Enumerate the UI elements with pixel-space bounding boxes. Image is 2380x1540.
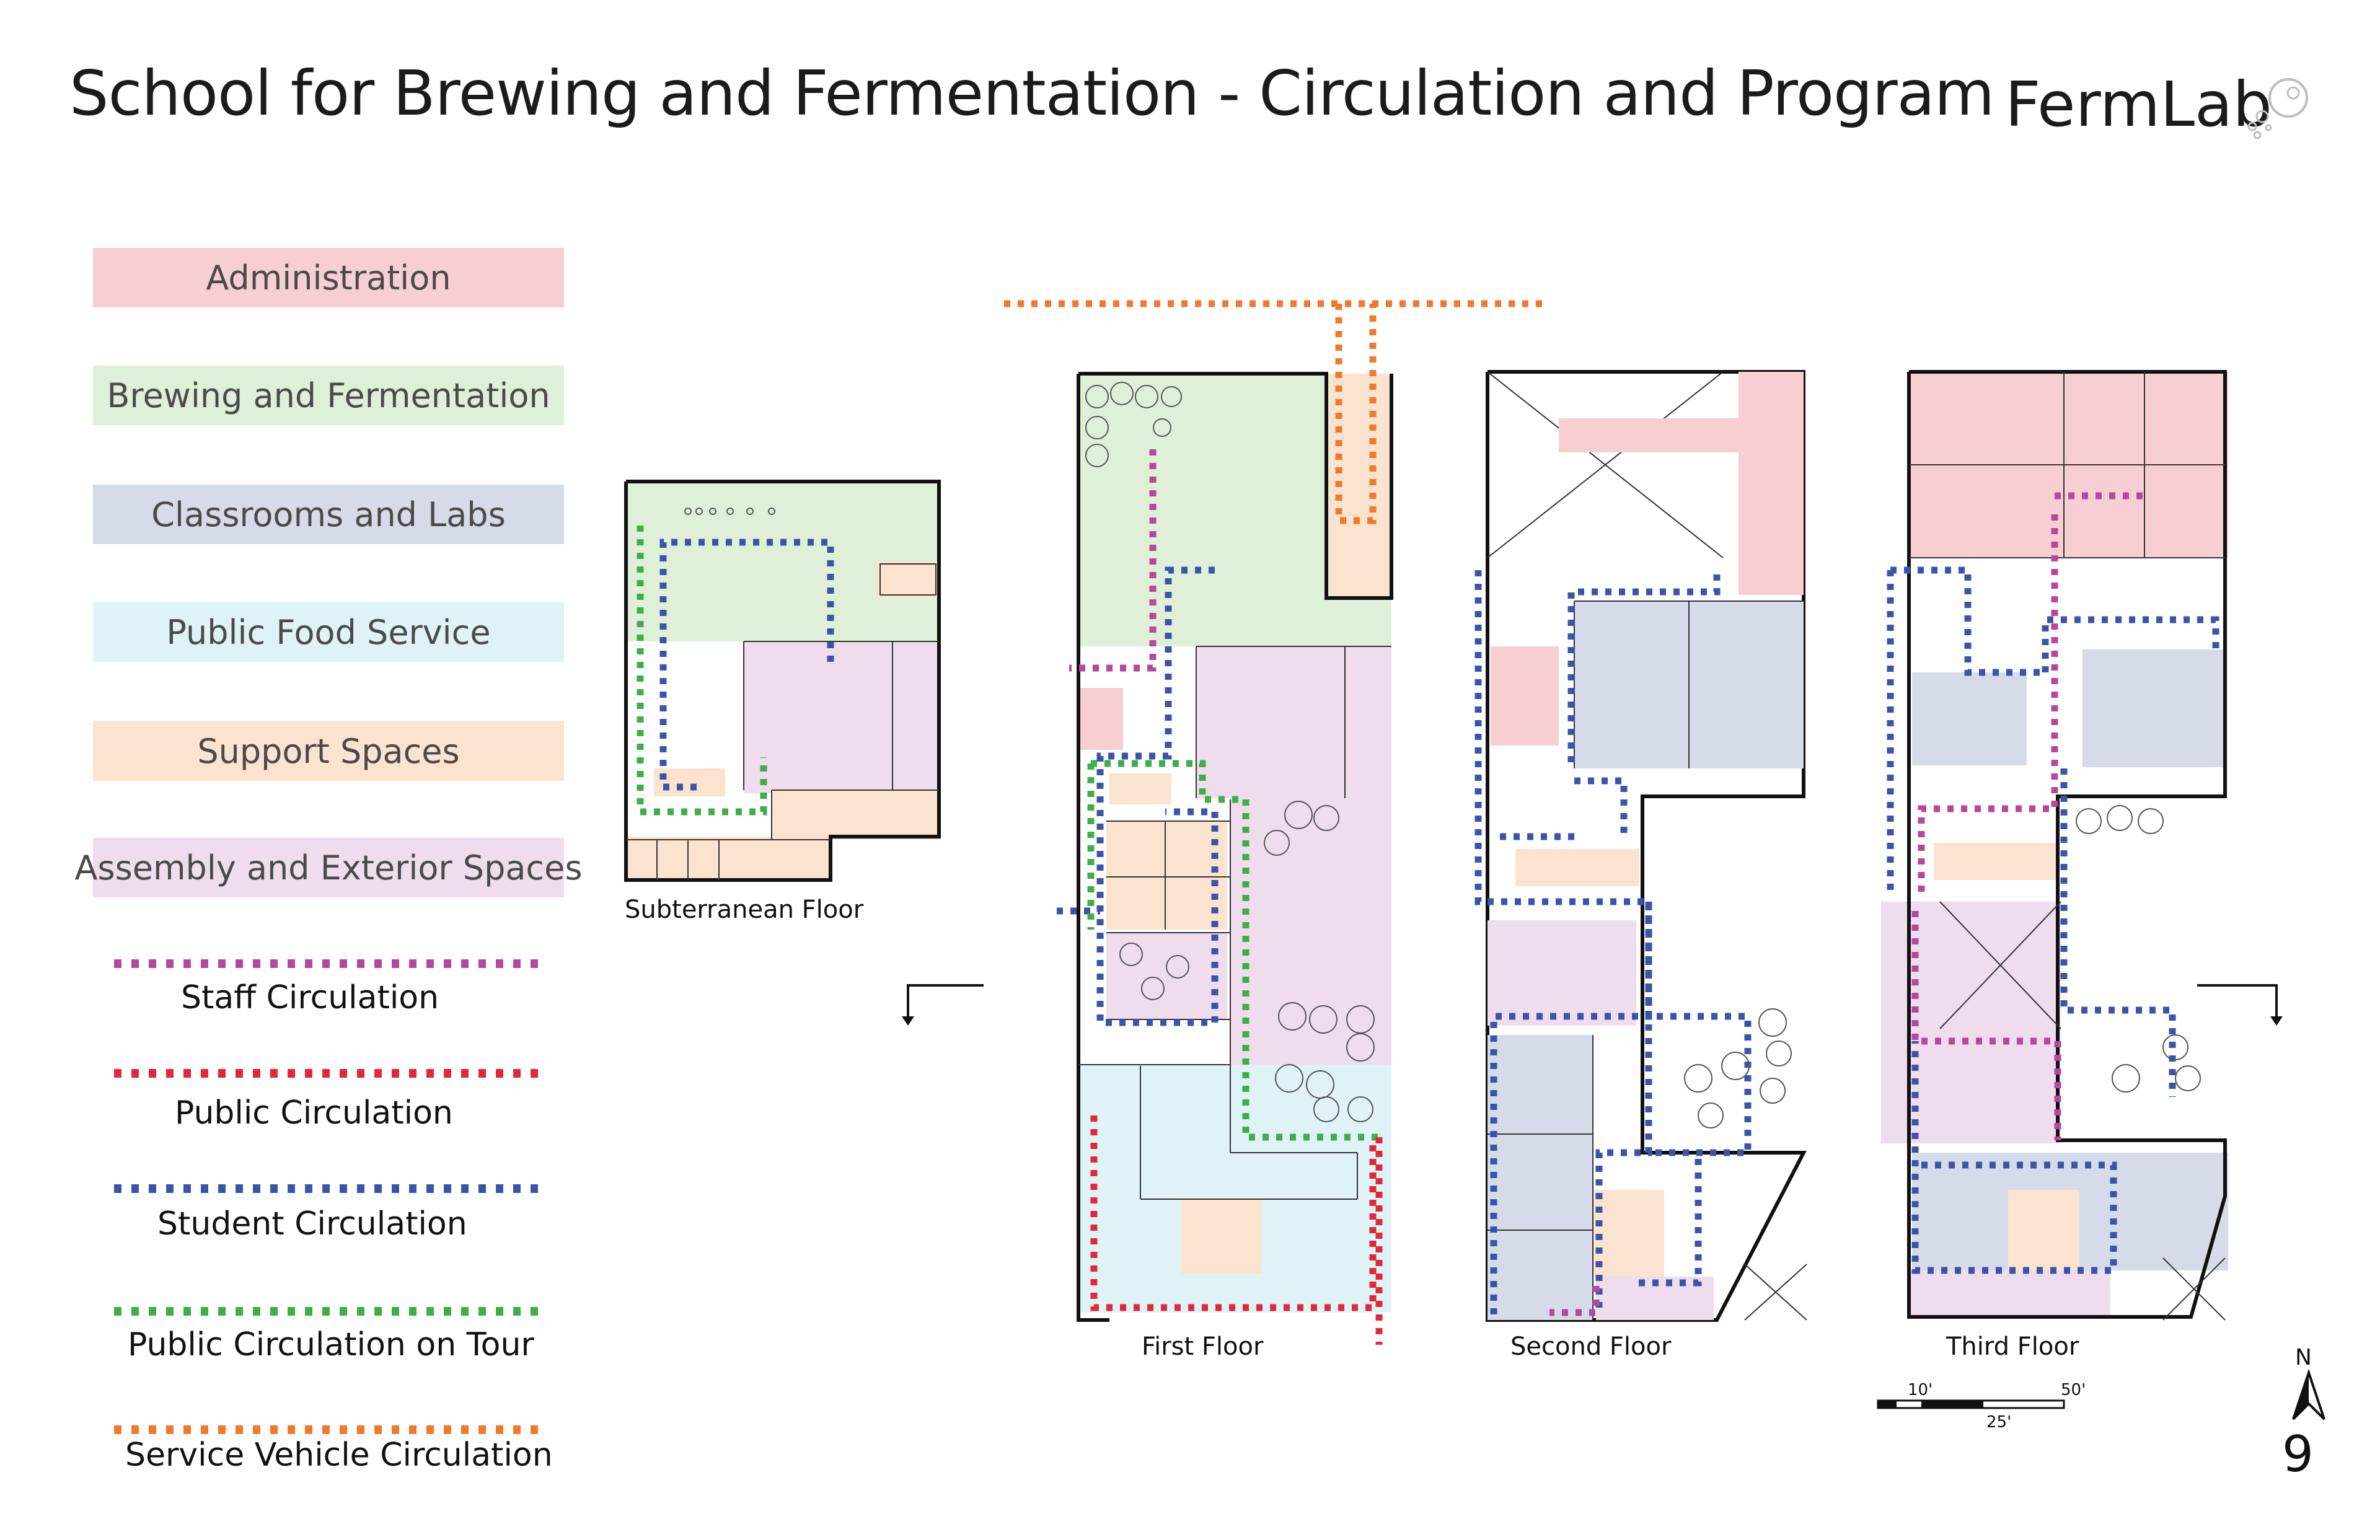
legend-food-service-label: Public Food Service (166, 612, 491, 652)
north-label: N (2295, 1345, 2312, 1370)
legend-student-label: Student Circulation (157, 1205, 467, 1243)
legend-staff-line (114, 959, 543, 968)
legend-classrooms-label: Classrooms and Labs (151, 495, 506, 534)
scale-label-10: 10' (1908, 1381, 1933, 1399)
legend-food-service: Public Food Service (93, 602, 564, 662)
legend-service-line (114, 1425, 543, 1434)
legend-brewing: Brewing and Fermentation (93, 366, 564, 425)
section-arrow-right-icon (2197, 984, 2278, 1023)
legend-support: Support Spaces (93, 721, 564, 781)
legend-support-label: Support Spaces (197, 731, 460, 771)
bubbles-logo-icon (2247, 78, 2308, 139)
legend-administration-label: Administration (206, 258, 451, 297)
legend-student-line (114, 1184, 543, 1193)
legend-assembly-label: Assembly and Exterior Spaces (74, 848, 583, 887)
second-floor-plan (1474, 370, 1807, 1322)
legend-brewing-label: Brewing and Fermentation (107, 376, 550, 415)
first-floor-label: First Floor (1142, 1332, 1264, 1361)
brand-logo-text: FermLab (2005, 68, 2272, 141)
legend-tour-line (114, 1307, 543, 1316)
second-floor-label: Second Floor (1510, 1332, 1672, 1361)
scale-bar (1877, 1399, 2065, 1409)
page-title: School for Brewing and Fermentation - Ci… (69, 57, 1994, 130)
subterranean-floor-label: Subterranean Floor (625, 895, 864, 924)
legend-classrooms: Classrooms and Labs (93, 485, 564, 544)
first-floor-plan (1004, 300, 1549, 1345)
scale-label-50: 50' (2061, 1381, 2086, 1399)
legend-public-label: Public Circulation (175, 1094, 453, 1132)
legend-staff-label: Staff Circulation (181, 979, 439, 1016)
legend-public-line (114, 1069, 543, 1078)
legend-assembly: Assembly and Exterior Spaces (75, 838, 582, 897)
page-number: 9 (2282, 1425, 2314, 1483)
section-arrow-left-icon (907, 984, 984, 1023)
legend-service-label: Service Vehicle Circulation (125, 1437, 553, 1474)
third-floor-plan (1881, 370, 2228, 1321)
third-floor-label: Third Floor (1946, 1332, 2079, 1361)
subterranean-floor-plan (624, 480, 941, 882)
legend-administration: Administration (93, 248, 564, 307)
legend-tour-label: Public Circulation on Tour (128, 1326, 534, 1363)
scale-label-25: 25' (1986, 1413, 2012, 1432)
